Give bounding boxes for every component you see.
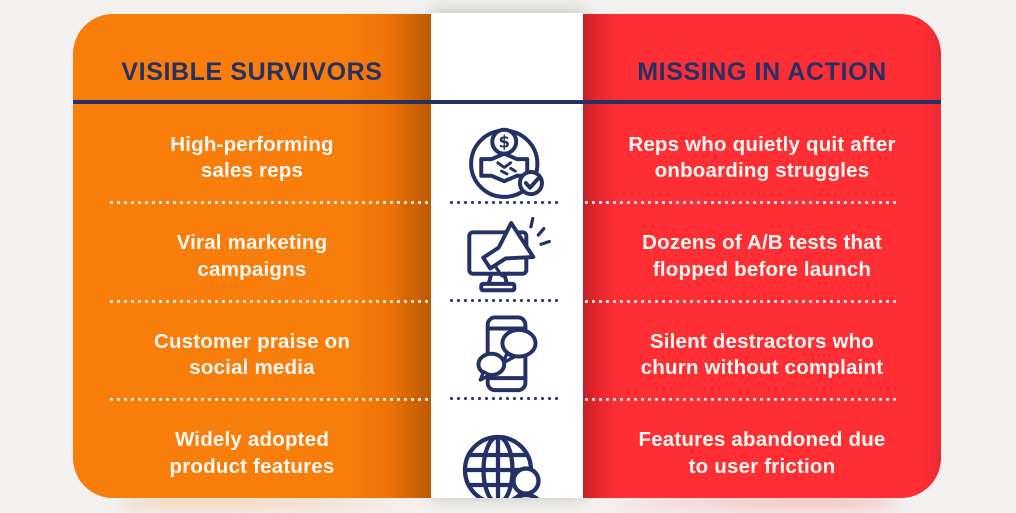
smartphone-chat-bubbles-icon (476, 315, 538, 393)
dotted-divider (448, 200, 558, 204)
dotted-divider (108, 299, 431, 303)
list-item-line: flopped before launch (652, 257, 872, 281)
list-item-line: campaigns (197, 257, 307, 281)
dotted-divider (583, 398, 897, 401)
dotted-divider (448, 396, 558, 400)
icon-cell: $ (431, 104, 583, 204)
icon-cell (431, 300, 583, 400)
comparison-card: VISIBLE SURVIVORS MISSING IN ACTION High… (73, 14, 941, 498)
header-divider-line (73, 100, 941, 104)
missing-in-action-column-background (583, 14, 941, 498)
missing-in-action-list: Reps who quietly quit after onboarding s… (583, 104, 941, 498)
globe-user-icon (462, 434, 541, 498)
list-item-line: sales reps (200, 159, 304, 183)
dotted-divider (583, 201, 897, 204)
megaphone-monitor-icon (467, 216, 551, 293)
list-item-line: High-performing (170, 132, 334, 156)
icon-cell (431, 398, 583, 498)
list-item-line: onboarding struggles (654, 159, 870, 183)
list-item-line: Features abandoned due (638, 428, 886, 452)
dotted-divider (108, 398, 431, 401)
handshake-dollar-check-icon: $ (469, 127, 544, 199)
list-item: Dozens of A/B tests that flopped before … (583, 203, 941, 303)
icon-column: $ (431, 104, 583, 498)
list-item: Reps who quietly quit after onboarding s… (583, 104, 941, 204)
missing-in-action-header: MISSING IN ACTION (637, 57, 887, 86)
list-item: Viral marketing campaigns (73, 203, 431, 303)
list-item: Features abandoned due to user friction (583, 400, 941, 499)
list-item-line: churn without complaint (640, 356, 884, 380)
dotted-divider (583, 299, 897, 303)
visible-survivors-header: VISIBLE SURVIVORS (121, 57, 383, 86)
list-item-line: Reps who quietly quit after (628, 132, 896, 156)
list-item-line: Widely adopted (174, 428, 330, 452)
dotted-divider (448, 298, 558, 302)
list-item-line: Customer praise on (153, 329, 351, 353)
svg-text:$: $ (498, 133, 510, 152)
list-item-line: product features (169, 454, 335, 478)
list-item: Silent destractors who churn without com… (583, 301, 941, 401)
icon-cell (431, 202, 583, 302)
list-item: High-performing sales reps (73, 104, 431, 204)
list-item-line: Viral marketing (176, 231, 328, 255)
list-item: Customer praise on social media (73, 301, 431, 401)
card-reflection (118, 497, 898, 509)
list-item-line: social media (189, 356, 315, 380)
list-item-line: to user friction (688, 454, 836, 478)
visible-survivors-list: High-performing sales reps Viral marketi… (73, 104, 431, 498)
list-item-line: Silent destractors who (649, 329, 875, 353)
list-item: Widely adopted product features (73, 400, 431, 499)
visible-survivors-column-background (73, 14, 431, 498)
dotted-divider (108, 201, 431, 204)
list-item-line: Dozens of A/B tests that (642, 231, 882, 255)
